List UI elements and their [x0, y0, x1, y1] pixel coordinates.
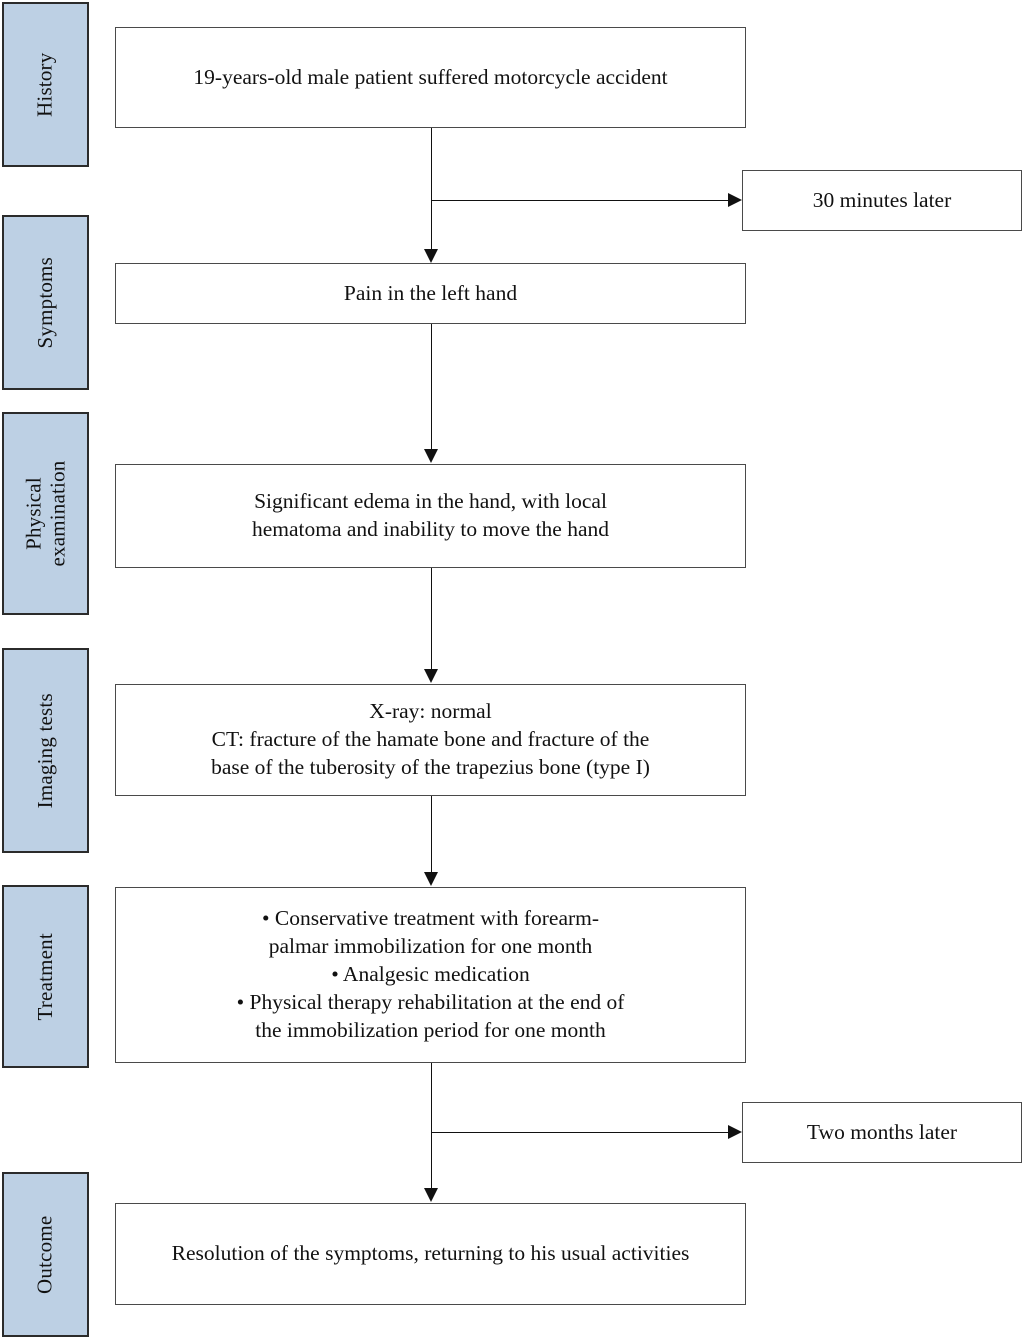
stage-label-outcome-text: Outcome: [32, 1215, 57, 1294]
stage-label-imaging-tests: Imaging tests: [2, 648, 89, 853]
node-outcome: Resolution of the symptoms, returning to…: [115, 1203, 746, 1305]
node-symptoms-text: Pain in the left hand: [343, 280, 518, 305]
node-outcome-text: Resolution of the symptoms, returning to…: [171, 1241, 690, 1266]
connector-physical-examination-to-imaging-tests-arrowhead: [424, 669, 438, 683]
stage-label-physical-examination-text: Physical examination: [20, 460, 69, 567]
node-treatment-text: • Conservative treatment with forearm- p…: [236, 906, 625, 1042]
connector-treatment-to-two-months-line: [431, 1132, 728, 1133]
stage-label-treatment: Treatment: [2, 885, 89, 1068]
time-marker-two-months-text: Two months later: [806, 1119, 958, 1144]
node-imaging-tests-text: X-ray: normal CT: fracture of the hamate…: [211, 699, 650, 779]
connector-history-to-symptoms-arrowhead: [424, 249, 438, 263]
node-physical-examination-text: Significant edema in the hand, with loca…: [251, 489, 610, 541]
time-marker-two-months: Two months later: [742, 1102, 1022, 1163]
time-marker-30-minutes-text: 30 minutes later: [812, 187, 952, 212]
connector-physical-examination-to-imaging-tests-line: [431, 568, 432, 670]
node-treatment: • Conservative treatment with forearm- p…: [115, 887, 746, 1063]
connector-treatment-to-two-months-arrowhead: [728, 1125, 742, 1139]
connector-treatment-to-outcome-arrowhead: [424, 1188, 438, 1202]
connector-imaging-tests-to-treatment-line: [431, 796, 432, 874]
connector-history-to-30-minutes-line: [431, 200, 728, 201]
node-physical-examination: Significant edema in the hand, with loca…: [115, 464, 746, 568]
stage-label-outcome: Outcome: [2, 1172, 89, 1337]
connector-treatment-to-outcome-line: [431, 1063, 432, 1189]
stage-label-physical-examination: Physical examination: [2, 412, 89, 615]
stage-label-symptoms: Symptoms: [2, 215, 89, 390]
connector-symptoms-to-physical-examination-line: [431, 324, 432, 450]
stage-label-history: History: [2, 2, 89, 167]
stage-label-history-text: History: [32, 52, 57, 117]
connector-history-to-30-minutes-arrowhead: [728, 193, 742, 207]
node-history-text: 19-years-old male patient suffered motor…: [193, 64, 668, 89]
time-marker-30-minutes: 30 minutes later: [742, 170, 1022, 231]
node-history: 19-years-old male patient suffered motor…: [115, 27, 746, 128]
connector-history-to-symptoms-line: [431, 128, 432, 250]
connector-symptoms-to-physical-examination-arrowhead: [424, 449, 438, 463]
node-imaging-tests: X-ray: normal CT: fracture of the hamate…: [115, 684, 746, 796]
stage-label-treatment-text: Treatment: [32, 932, 57, 1021]
stage-label-symptoms-text: Symptoms: [32, 256, 57, 349]
stage-label-imaging-tests-text: Imaging tests: [32, 692, 57, 809]
node-symptoms: Pain in the left hand: [115, 263, 746, 324]
connector-imaging-tests-to-treatment-arrowhead: [424, 872, 438, 886]
